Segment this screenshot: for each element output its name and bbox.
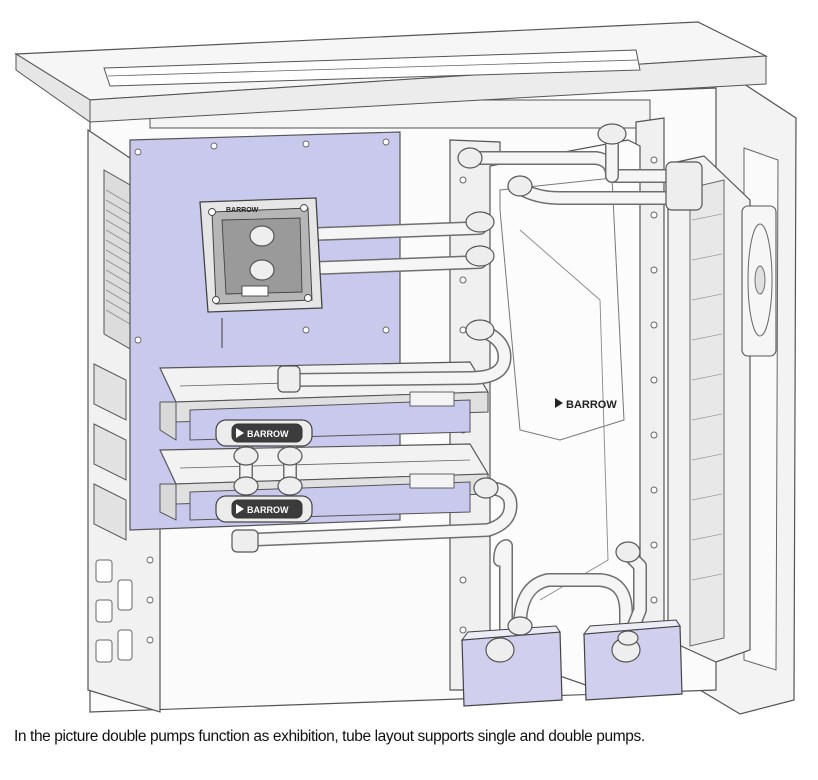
fan-icon — [741, 205, 777, 357]
plate-brand-logo: BARROW — [555, 398, 617, 411]
svg-text:BARROW: BARROW — [226, 207, 259, 214]
pc-case-cooling-diagram: BARROW — [14, 21, 797, 715]
gpu-waterblock-icon: BARROW BARROW — [215, 419, 313, 523]
top-panel — [14, 21, 769, 123]
svg-text:BARROW: BARROW — [247, 505, 289, 515]
cpu-waterblock-icon: BARROW — [199, 197, 323, 313]
distribution-plate: BARROW — [489, 139, 641, 691]
radiator — [667, 155, 777, 663]
svg-text:BARROW: BARROW — [247, 429, 289, 439]
fittings — [231, 123, 703, 563]
caption: In the picture double pumps function as … — [14, 728, 645, 745]
gpu-card-2 — [159, 443, 490, 521]
svg-text:BARROW: BARROW — [566, 399, 617, 411]
pump-reservoir-icon — [460, 616, 683, 707]
rear-io-frame — [87, 128, 161, 713]
